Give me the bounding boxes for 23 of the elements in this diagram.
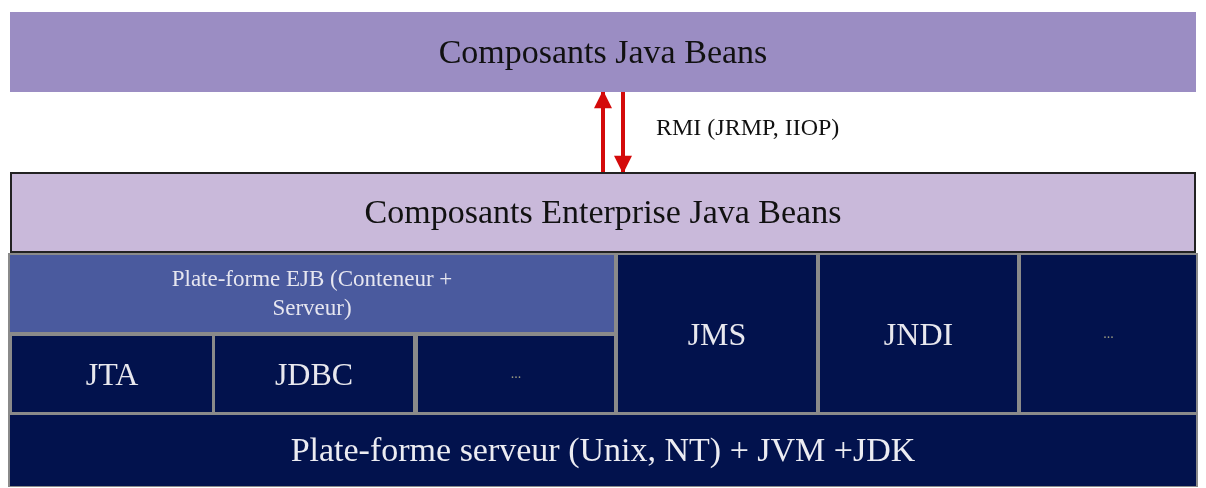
node-label: Composants Java Beans [438, 31, 768, 72]
node-label: JTA [85, 355, 139, 394]
node-label: Composants Enterprise Java Beans [364, 192, 842, 233]
service-box [618, 255, 816, 412]
container-box [10, 255, 614, 332]
protocol-label: RMI (JRMP, IIOP) [656, 114, 840, 141]
node-label: ... [510, 365, 522, 383]
node-label: Plate-forme serveur (Unix, NT) + JVM +JDK [290, 430, 916, 471]
layer-box [10, 172, 1196, 253]
arrow [594, 90, 612, 172]
service-box [418, 336, 614, 412]
arrow [614, 92, 632, 174]
node-label: ... [1103, 324, 1114, 343]
node-label: JNDI [883, 314, 954, 354]
service-box [215, 336, 413, 412]
node-label: JMS [687, 314, 747, 354]
layer-box [10, 12, 1196, 92]
node-label: Plate-forme EJB (Conteneur + Serveur) [170, 264, 454, 322]
node-label: JDBC [274, 355, 354, 394]
service-box [820, 255, 1017, 412]
service-box [12, 336, 212, 412]
platform-box [10, 415, 1196, 486]
service-box [1021, 255, 1196, 412]
